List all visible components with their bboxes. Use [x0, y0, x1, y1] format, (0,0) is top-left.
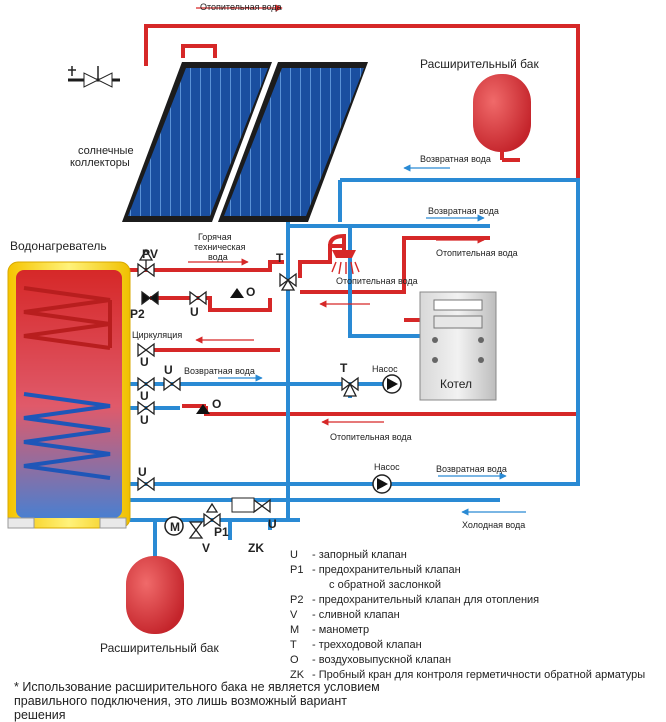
manometer — [164, 516, 184, 536]
legend-code: M — [290, 624, 300, 636]
code-v: V — [202, 541, 210, 555]
legend-code: T — [290, 639, 297, 651]
legend-text: - трехходовой клапан — [312, 639, 422, 651]
legend-code: ZK — [290, 669, 305, 681]
legend-code: O — [290, 654, 299, 666]
check-valve-box — [231, 497, 255, 513]
label-hot-tech-water-1: Горячая — [198, 232, 232, 242]
legend-row: O - воздуховыпускной клапан — [290, 653, 645, 668]
valve-p1 — [203, 502, 221, 528]
code-u-5: U — [138, 465, 147, 479]
legend-row: V - сливной клапан — [290, 608, 645, 623]
label-heating-water-top: Отопительная вода — [200, 2, 282, 12]
hot-flow-arrows — [188, 4, 485, 426]
legend-text: - предохранительный клапан для отопления — [312, 594, 540, 606]
legend-row: с обратной заслонкой — [290, 578, 645, 593]
label-solar-collectors-1: солнечные — [78, 145, 134, 157]
valve-u-2 — [137, 376, 155, 392]
code-u-6: U — [268, 517, 277, 531]
label-hot-tech-water-3: вода — [208, 252, 228, 262]
code-u-3: U — [164, 363, 173, 377]
label-expansion-tank-top: Расширительный бак — [420, 57, 539, 71]
code-p2: P2 — [130, 307, 145, 321]
code-pv: PV — [142, 247, 158, 261]
valves[interactable] — [137, 248, 359, 539]
legend-text: - сливной клапан — [312, 609, 400, 621]
label-heating-water-2: Отопительная вода — [436, 248, 518, 258]
code-u-circ: U — [140, 355, 149, 369]
label-pump-1: Насос — [372, 364, 398, 374]
code-o-1: O — [246, 285, 255, 299]
legend-code: U — [290, 549, 298, 561]
flow-arrows — [218, 164, 526, 516]
legend-text: - воздуховыпускной клапан — [312, 654, 452, 666]
code-p1: P1 — [214, 525, 229, 539]
valve-p2 — [141, 290, 159, 306]
expansion-tank-top — [473, 74, 531, 162]
legend-row: P1 - предохранительный клапан — [290, 563, 645, 578]
legend-row: U - запорный клапан — [290, 548, 645, 563]
label-cold-water: Холодная вода — [462, 520, 525, 530]
code-m: M — [170, 520, 180, 534]
footnote: * Использование расширительного бака не … — [14, 680, 380, 722]
code-u-4: U — [140, 413, 149, 427]
code-zk: ZK — [248, 541, 264, 555]
label-return-water-2: Возвратная вода — [428, 206, 499, 216]
air-vent-valve-top[interactable] — [68, 66, 120, 88]
label-return-water-4: Возвратная вода — [436, 464, 507, 474]
legend-code: P1 — [290, 564, 304, 576]
legend-text: с обратной заслонкой — [326, 579, 442, 591]
valve-u-5 — [137, 476, 155, 492]
heat-exchanger-coils — [23, 286, 112, 480]
legend-code: V — [290, 609, 298, 621]
air-vent-valve-o-1[interactable] — [230, 288, 244, 298]
label-return-water-3: Возвратная вода — [184, 366, 255, 376]
label-boiler: Котел — [440, 377, 472, 391]
code-t-1: T — [276, 251, 284, 265]
label-water-heater: Водонагреватель — [10, 239, 107, 253]
shower-head — [328, 233, 360, 275]
valve-pv — [137, 248, 155, 278]
valve-u-4 — [137, 400, 155, 416]
valve-u-3 — [163, 376, 181, 392]
legend-row: ZK - Пробный кран для контроля герметично… — [290, 668, 645, 683]
solar-collectors — [122, 62, 368, 222]
valve-v — [188, 521, 204, 539]
label-heating-water-3: Отопительная вода — [336, 276, 418, 286]
pump-boiler[interactable] — [382, 374, 402, 394]
label-return-water-1: Возвратная вода — [420, 154, 491, 164]
air-vent-valve-o-2[interactable] — [196, 404, 210, 414]
label-hot-tech-water-2: техническая — [194, 242, 246, 252]
valve-u-6 — [253, 498, 271, 514]
legend-row: P2 - предохранительный клапан для отоплен… — [290, 593, 645, 608]
code-u-1: U — [190, 305, 199, 319]
legend-text: - Пробный кран для контроля герметичност… — [312, 669, 646, 681]
legend-row: T - трехходовой клапан — [290, 638, 645, 653]
legend-text: - запорный клапан — [312, 549, 407, 561]
valve-t-tank — [279, 272, 297, 291]
valve-u-circ — [137, 342, 155, 358]
code-u-2: U — [140, 389, 149, 403]
code-t-2: T — [340, 361, 348, 375]
label-circulation: Циркуляция — [132, 330, 182, 340]
pump-return[interactable] — [372, 474, 392, 494]
label-solar-collectors-2: коллекторы — [70, 157, 130, 169]
legend-text: - манометр — [312, 624, 370, 636]
legend-text: - предохранительный клапан — [312, 564, 461, 576]
legend-row: M - манометр — [290, 623, 645, 638]
valve-t-boiler — [341, 376, 359, 397]
label-expansion-tank-bottom: Расширительный бак — [100, 641, 219, 655]
legend-code: P2 — [290, 594, 304, 606]
label-heating-water-4: Отопительная вода — [330, 432, 412, 442]
valve-u-1 — [189, 290, 207, 306]
expansion-tank-bottom — [126, 556, 184, 634]
label-pump-2: Насос — [374, 462, 400, 472]
code-o-2: O — [212, 397, 221, 411]
boiler — [419, 291, 497, 401]
